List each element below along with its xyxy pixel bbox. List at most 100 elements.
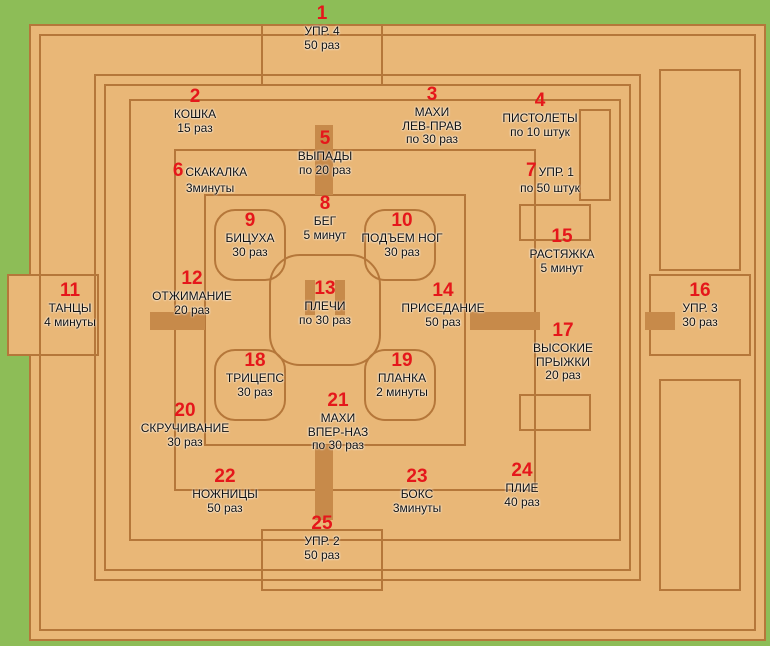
station-text: 30 раз (384, 244, 420, 259)
station-text: 30 раз (167, 434, 203, 449)
station-number: 19 (391, 350, 413, 371)
station-number: 14 (432, 280, 454, 301)
station-text: ЛЕВ-ПРАВ (402, 118, 462, 133)
station-text: по 50 штук (520, 180, 580, 195)
station-text: по 30 раз (299, 312, 351, 327)
station-text: 30 раз (682, 314, 718, 329)
station-text: по 10 штук (510, 124, 570, 139)
station-text: ВПЕР-НАЗ (307, 424, 369, 439)
station-text: 5 минут (303, 227, 347, 242)
station-number: 16 (689, 280, 711, 301)
station-text: 20 раз (174, 302, 210, 317)
station-text: ТРИЦЕПС (225, 370, 285, 385)
station-text: 50 раз (304, 547, 340, 562)
station-text: КОШКА (173, 106, 217, 121)
station-text: по 20 раз (299, 162, 351, 177)
station-text: 50 раз (425, 314, 461, 329)
station-text: 50 раз (207, 500, 243, 515)
station-text: УПР. 4 (304, 23, 340, 38)
station-text: ВЫПАДЫ (297, 148, 353, 163)
station-text: ТАНЦЫ (48, 300, 92, 315)
station-text: ПЛЕЧИ (304, 298, 346, 313)
station-text: ПРИСЕДАНИЕ (401, 300, 485, 315)
station-text: ПЛИЕ (505, 480, 539, 495)
station-number: 21 (327, 390, 349, 411)
station-number: 9 (244, 210, 256, 231)
station-text: ПРЫЖКИ (536, 354, 590, 369)
station-number: 4 (534, 90, 546, 111)
station-number: 18 (244, 350, 266, 371)
station-number: 6 (172, 160, 184, 181)
station-number: 23 (406, 466, 428, 487)
station-text: 20 раз (545, 368, 581, 383)
station-text: УПР. 3 (682, 300, 718, 315)
station-number: 15 (551, 226, 573, 247)
station-text: 15 раз (177, 120, 213, 135)
station-text: по 30 раз (406, 132, 458, 147)
station-number: 22 (214, 466, 236, 487)
station-number: 8 (319, 193, 331, 214)
station-text: ПЛАНКА (377, 370, 427, 385)
station-number: 20 (174, 400, 196, 421)
station-text: ПОДЪЕМ НОГ (361, 230, 443, 245)
station-number: 2 (189, 86, 201, 107)
station-text: ВЫСОКИЕ (533, 340, 593, 355)
station-text: по 30 раз (312, 438, 364, 453)
station-text: НОЖНИЦЫ (192, 486, 258, 501)
station-text: УПР. 2 (304, 533, 340, 548)
temple-outer-wall (29, 24, 766, 641)
station-text: 30 раз (232, 244, 268, 259)
station-text: МАХИ (320, 410, 356, 425)
station-text: РАСТЯЖКА (529, 246, 595, 261)
station-text: 30 раз (237, 384, 273, 399)
station-text: 5 минут (540, 260, 584, 275)
station-number: 3 (426, 84, 438, 105)
station-number: 24 (511, 460, 533, 481)
station-text: 50 раз (304, 37, 340, 52)
station-number: 10 (391, 210, 413, 231)
station-text: МАХИ (414, 104, 450, 119)
station-text: УПР. 1 (538, 165, 574, 179)
station-text: БЕГ (313, 213, 337, 228)
station-text: БИЦУХА (225, 230, 275, 245)
left-gate (7, 274, 99, 356)
station-number: 13 (314, 278, 336, 299)
station-number: 12 (181, 268, 203, 289)
station-text: 2 минуты (376, 384, 428, 399)
station-text: СКАКАЛКА (185, 165, 248, 179)
station-number: 25 (311, 513, 333, 534)
station-text: 3минуты (392, 500, 442, 515)
station-text: ОТЖИМАНИЕ (152, 288, 232, 303)
station-number: 7 (526, 160, 537, 181)
station-text: 40 раз (504, 494, 540, 509)
station-text: БОКС (400, 486, 434, 501)
station-text: ПИСТОЛЕТЫ (502, 110, 578, 125)
station-number: 11 (59, 280, 81, 301)
station-text: 3минуты (185, 180, 235, 195)
station-text: СКРУЧИВАНИЕ (140, 420, 230, 435)
